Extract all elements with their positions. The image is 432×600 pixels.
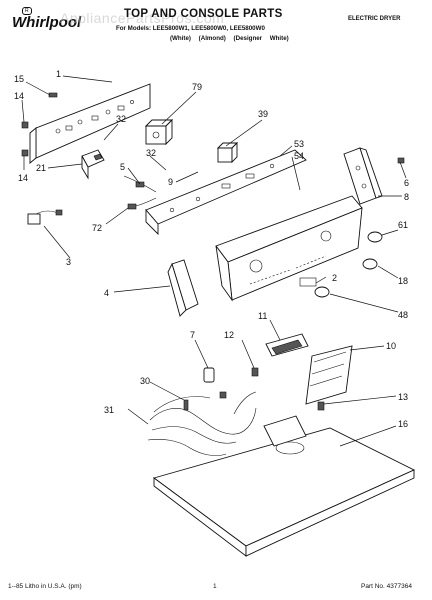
product-type: ELECTRIC DRYER	[348, 16, 401, 22]
part-small-clips	[203, 367, 259, 383]
part-lint-housing	[305, 345, 353, 405]
callout-4: 4	[104, 288, 109, 298]
callout-31: 31	[104, 405, 114, 415]
part-screw-6	[397, 157, 405, 164]
callout-1: 1	[56, 69, 61, 79]
part-lint-screen	[265, 333, 309, 357]
part-harness-connector	[123, 175, 157, 210]
watermark: AppliancePartsPros.com	[60, 10, 225, 26]
callout-2: 2	[332, 273, 337, 283]
part-front-console	[215, 195, 363, 302]
callout-14-top: 14	[14, 91, 24, 101]
callout-72: 72	[92, 223, 102, 233]
callout-54: 54	[294, 151, 304, 161]
callout-9: 9	[168, 177, 173, 187]
model-list: For Models: LEE5800W1, LEE5800W0, LEE580…	[116, 25, 265, 32]
callout-32-left: 32	[116, 114, 126, 124]
callout-39: 39	[258, 109, 268, 119]
callout-5: 5	[120, 162, 125, 172]
part-terminal-block	[81, 149, 105, 180]
callout-13: 13	[398, 392, 408, 402]
callout-15: 15	[14, 74, 24, 84]
footer-page-number: 1	[213, 583, 217, 590]
part-top-panel	[152, 415, 416, 557]
callout-53: 53	[294, 139, 304, 149]
callout-12: 12	[224, 330, 234, 340]
callout-16: 16	[398, 419, 408, 429]
part-timer	[144, 118, 174, 146]
part-console	[145, 149, 307, 236]
callout-11: 11	[258, 311, 267, 321]
callout-21: 21	[36, 163, 46, 173]
part-screw-13	[317, 401, 325, 411]
footer-part-number: Part No. 4377364	[361, 583, 412, 590]
callout-10: 10	[386, 341, 396, 351]
part-wire-harness	[147, 391, 257, 456]
callout-61: 61	[398, 220, 408, 230]
brand-registered-mark: R	[22, 7, 32, 15]
part-indicator	[299, 277, 317, 287]
callout-6: 6	[404, 178, 409, 188]
part-knobs	[314, 231, 383, 298]
part-switch	[216, 141, 239, 164]
leader-lines	[21, 75, 407, 447]
page-title: TOP AND CONSOLE PARTS	[124, 8, 283, 20]
part-end-cap-left	[167, 259, 199, 317]
callout-18: 18	[398, 276, 408, 286]
callout-numbers: 1 79 39 53 54 15 14 32 32 21 5 9 6 8 14 …	[14, 69, 409, 429]
footer-print-info: 1--85 Litho in U.S.A. (pm)	[8, 583, 82, 590]
callout-3: 3	[66, 257, 71, 267]
model-variants: (White) (Almond) (Designer White)	[170, 35, 289, 42]
callout-32-center: 32	[146, 148, 156, 158]
callout-8: 8	[404, 192, 409, 202]
brand-logo: Whirlpool	[12, 14, 82, 31]
callout-48: 48	[398, 310, 408, 320]
part-end-cap-right	[343, 147, 383, 205]
callout-79: 79	[192, 82, 202, 92]
callout-30: 30	[140, 376, 150, 386]
part-screws	[21, 92, 58, 157]
part-rear-panel	[29, 83, 151, 164]
callout-7: 7	[190, 330, 195, 340]
callout-14-bottom: 14	[18, 173, 28, 183]
part-wire-3	[27, 209, 63, 225]
